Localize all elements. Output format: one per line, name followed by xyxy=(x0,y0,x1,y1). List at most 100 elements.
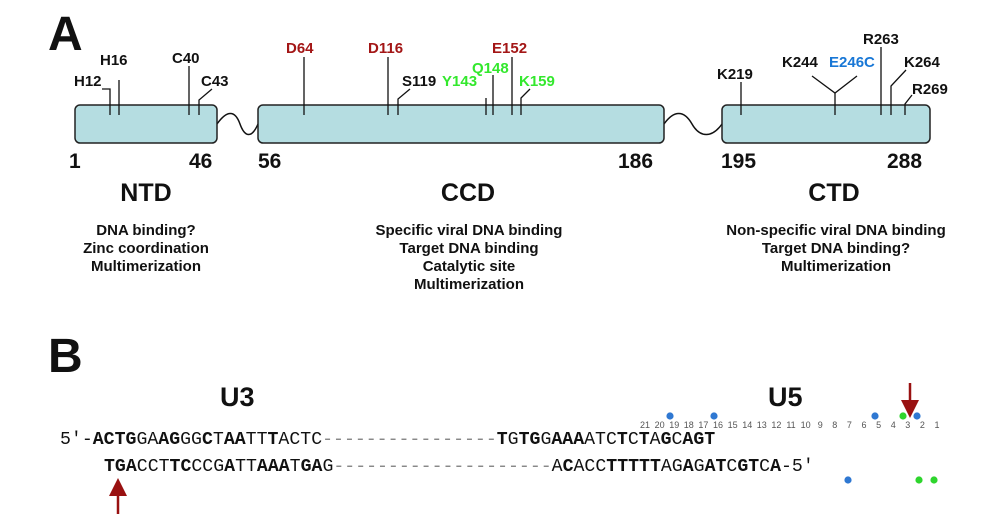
top-u5-sequence: TGTGGAAAATCTCTAGCAGT xyxy=(497,430,716,450)
nucleotide: T xyxy=(606,457,617,477)
ctd-start: 195 xyxy=(721,150,756,173)
tick-r269 xyxy=(904,94,913,115)
ctd-function: Non-specific viral DNA binding xyxy=(726,222,945,239)
position-number: 13 xyxy=(757,420,767,430)
bottom-u5-sequence: ACACCTTTTTAGAGATCGTCA xyxy=(552,457,781,477)
ccd-functions: Specific viral DNA binding Target DNA bi… xyxy=(376,222,563,293)
position-number: 2 xyxy=(920,420,925,430)
position-number: 4 xyxy=(891,420,896,430)
nucleotide: T xyxy=(235,457,246,477)
interaction-dot xyxy=(915,476,923,484)
residue-e152: E152 xyxy=(492,40,527,57)
nucleotide: C xyxy=(726,457,737,477)
linker-ntd-ccd xyxy=(216,112,259,136)
nucleotide: T xyxy=(115,430,126,450)
panel-b-label: B xyxy=(48,330,83,383)
nucleotide: T xyxy=(628,457,639,477)
nucleotide: G xyxy=(191,430,202,450)
ntd-function: Zinc coordination xyxy=(83,240,209,257)
ctd-functions: Non-specific viral DNA binding Target DN… xyxy=(726,222,945,275)
nucleotide: T xyxy=(497,430,508,450)
nucleotide: A xyxy=(224,457,235,477)
nucleotide: G xyxy=(115,457,126,477)
ccd-function: Catalytic site xyxy=(423,258,516,275)
nucleotide: T xyxy=(268,430,279,450)
position-number: 11 xyxy=(786,420,795,430)
position-number: 5 xyxy=(876,420,881,430)
nucleotide: C xyxy=(202,457,213,477)
nucleotide: A xyxy=(552,457,563,477)
ntd-box xyxy=(74,104,218,144)
top-dashes: ---------------- xyxy=(322,430,497,450)
ntd-start: 1 xyxy=(69,150,81,173)
nucleotide: A xyxy=(573,430,584,450)
nucleotide: G xyxy=(322,457,333,477)
bottom-dashes: -------------------- xyxy=(333,457,551,477)
nucleotide: A xyxy=(705,457,716,477)
position-number: 21 xyxy=(640,420,650,430)
nucleotide: A xyxy=(682,430,693,450)
nucleotide: C xyxy=(137,457,148,477)
top-strand: 5'-ACTGGAAGGGCTAATTTACTC----------------… xyxy=(60,430,715,450)
residue-c40: C40 xyxy=(172,50,200,67)
bottom-u3-sequence: TGACCTTCCCGATTAAATGAG xyxy=(104,457,333,477)
nucleotide: T xyxy=(519,430,530,450)
bottom-suffix: -5' xyxy=(781,457,814,477)
nucleotide: G xyxy=(672,457,683,477)
panel-a-label: A xyxy=(48,8,83,61)
nucleotide: G xyxy=(136,430,147,450)
nucleotide: T xyxy=(715,457,726,477)
interaction-markers xyxy=(666,412,938,484)
residue-labels: H12 H16 C40 C43 D64 D116 S119 Y143 Q148 … xyxy=(74,31,948,98)
position-number: 12 xyxy=(771,420,781,430)
nucleotide: C xyxy=(672,430,683,450)
residue-c43: C43 xyxy=(201,73,229,90)
nucleotide: G xyxy=(508,430,519,450)
nucleotide: G xyxy=(530,430,541,450)
nucleotide: C xyxy=(289,430,300,450)
position-number: 14 xyxy=(742,420,752,430)
residue-h16: H16 xyxy=(100,52,128,69)
nucleotide: A xyxy=(235,430,246,450)
residue-h12: H12 xyxy=(74,73,102,90)
nucleotide: T xyxy=(257,430,268,450)
interaction-dot xyxy=(871,412,879,420)
nucleotide: A xyxy=(683,457,694,477)
nucleotide: C xyxy=(606,430,617,450)
nucleotide: T xyxy=(639,430,650,450)
residue-k159: K159 xyxy=(519,73,555,90)
nucleotide: T xyxy=(300,430,311,450)
interaction-dot xyxy=(710,412,718,420)
nucleotide: C xyxy=(191,457,202,477)
nucleotide: T xyxy=(170,457,181,477)
nucleotide: G xyxy=(661,430,672,450)
tick-h12 xyxy=(102,88,111,115)
interaction-dot xyxy=(930,476,938,484)
position-number: 8 xyxy=(832,420,837,430)
bottom-strand: TGACCTTCCCGATTAAATGAG-------------------… xyxy=(104,457,814,477)
ccd-end: 186 xyxy=(618,150,653,173)
linker-ccd-ctd xyxy=(663,112,723,136)
nucleotide: T xyxy=(617,430,628,450)
residue-y143: Y143 xyxy=(442,73,477,90)
nucleotide: A xyxy=(93,430,104,450)
nucleotide: A xyxy=(551,430,562,450)
nucleotide: T xyxy=(246,430,257,450)
top-prefix: 5'- xyxy=(60,430,93,450)
nucleotide: A xyxy=(224,430,235,450)
nucleotide: A xyxy=(574,457,585,477)
nucleotide: A xyxy=(257,457,268,477)
position-number: 19 xyxy=(669,420,679,430)
nucleotide: T xyxy=(213,430,224,450)
ntd-end: 46 xyxy=(189,150,212,173)
nucleotide: A xyxy=(584,430,595,450)
nucleotide: T xyxy=(639,457,650,477)
position-number: 18 xyxy=(684,420,694,430)
ntd-function: Multimerization xyxy=(91,258,201,275)
nucleotide: T xyxy=(748,457,759,477)
ctd-function: Target DNA binding? xyxy=(762,240,910,257)
cleavage-arrow-down-icon xyxy=(901,383,919,418)
residue-r269: R269 xyxy=(912,81,948,98)
nucleotide: C xyxy=(104,430,115,450)
